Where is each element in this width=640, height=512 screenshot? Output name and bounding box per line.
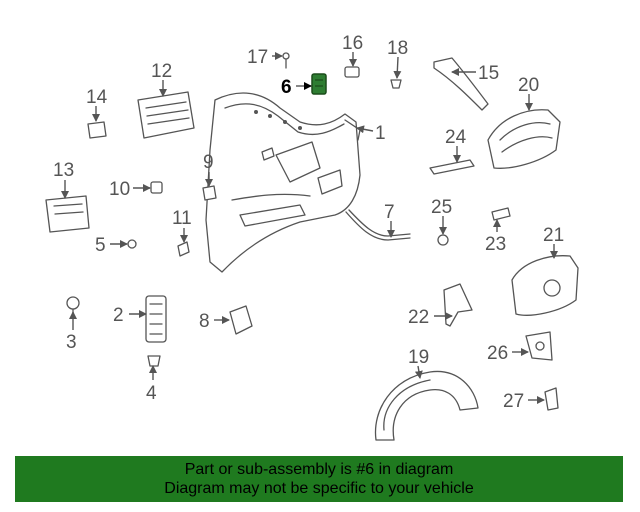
- callout-17[interactable]: 17: [247, 47, 268, 68]
- part-14-clip: [87, 121, 107, 139]
- callout-11[interactable]: 11: [172, 208, 192, 229]
- callout-8[interactable]: 8: [199, 311, 210, 332]
- part-8-cover: [229, 305, 253, 335]
- callout-27[interactable]: 27: [503, 391, 524, 412]
- callout-1[interactable]: 1: [375, 123, 386, 144]
- callout-23[interactable]: 23: [485, 234, 506, 255]
- part-9-cap: [202, 185, 217, 201]
- part-22-bracket: [443, 283, 473, 327]
- callout-18[interactable]: 18: [387, 38, 408, 59]
- part-15-trim: [433, 57, 489, 111]
- banner-line-1: Part or sub-assembly is #6 in diagram: [184, 461, 454, 478]
- callout-3[interactable]: 3: [66, 332, 77, 353]
- part-19-wheelhouse-liner: [374, 370, 479, 441]
- callout-20[interactable]: 20: [518, 75, 539, 96]
- part-20-cover: [487, 109, 561, 169]
- callout-10[interactable]: 10: [109, 179, 130, 200]
- part-6-highlighted: [311, 73, 327, 95]
- callout-13[interactable]: 13: [53, 160, 74, 181]
- parts-diagram: 1 2 3 4 5 6 7 8 9 10 11 12 13 14 15 16 1…: [45, 33, 579, 441]
- part-1-quarter-trim-panel: [205, 92, 361, 273]
- callout-12[interactable]: 12: [151, 61, 172, 82]
- callout-5[interactable]: 5: [95, 235, 106, 256]
- callout-15[interactable]: 15: [478, 63, 499, 84]
- callout-9[interactable]: 9: [203, 152, 214, 173]
- callout-19[interactable]: 19: [408, 347, 429, 368]
- callout-24[interactable]: 24: [445, 127, 467, 148]
- info-banner: Part or sub-assembly is #6 in diagram Di…: [15, 456, 623, 502]
- part-23-clip: [491, 207, 511, 221]
- part-7-weatherstrip: [345, 209, 411, 241]
- part-25-screw: [437, 234, 449, 246]
- callout-22[interactable]: 22: [408, 307, 429, 328]
- part-16-clip: [344, 66, 360, 78]
- part-13-panel: [45, 195, 90, 233]
- part-10-clip: [150, 181, 163, 194]
- part-18-clip: [390, 79, 402, 89]
- part-4-clip: [147, 355, 161, 367]
- banner-line-2: Diagram may not be specific to your vehi…: [164, 480, 474, 497]
- callout-14[interactable]: 14: [86, 87, 108, 108]
- part-26-bracket: [525, 331, 553, 361]
- callout-7[interactable]: 7: [384, 202, 395, 223]
- callout-6[interactable]: 6: [281, 77, 292, 98]
- callout-25[interactable]: 25: [431, 197, 452, 218]
- part-21-cover: [511, 255, 579, 316]
- part-17-screw: [282, 52, 290, 69]
- callout-2[interactable]: 2: [113, 305, 124, 326]
- callout-16[interactable]: 16: [342, 33, 363, 54]
- part-2-bracket: [145, 295, 167, 343]
- part-11-clip: [177, 241, 190, 257]
- part-5-screw: [127, 239, 137, 249]
- part-12-panel: [137, 91, 195, 139]
- part-24-strip: [429, 159, 475, 175]
- leader-lines: [61, 52, 558, 404]
- callout-21[interactable]: 21: [543, 225, 564, 246]
- part-3-screw: [66, 296, 80, 319]
- callout-labels: 1 2 3 4 5 6 7 8 9 10 11 12 13 14 15 16 1…: [53, 33, 564, 412]
- callout-4[interactable]: 4: [146, 383, 157, 404]
- part-27-clip: [544, 387, 559, 411]
- callout-26[interactable]: 26: [487, 343, 508, 364]
